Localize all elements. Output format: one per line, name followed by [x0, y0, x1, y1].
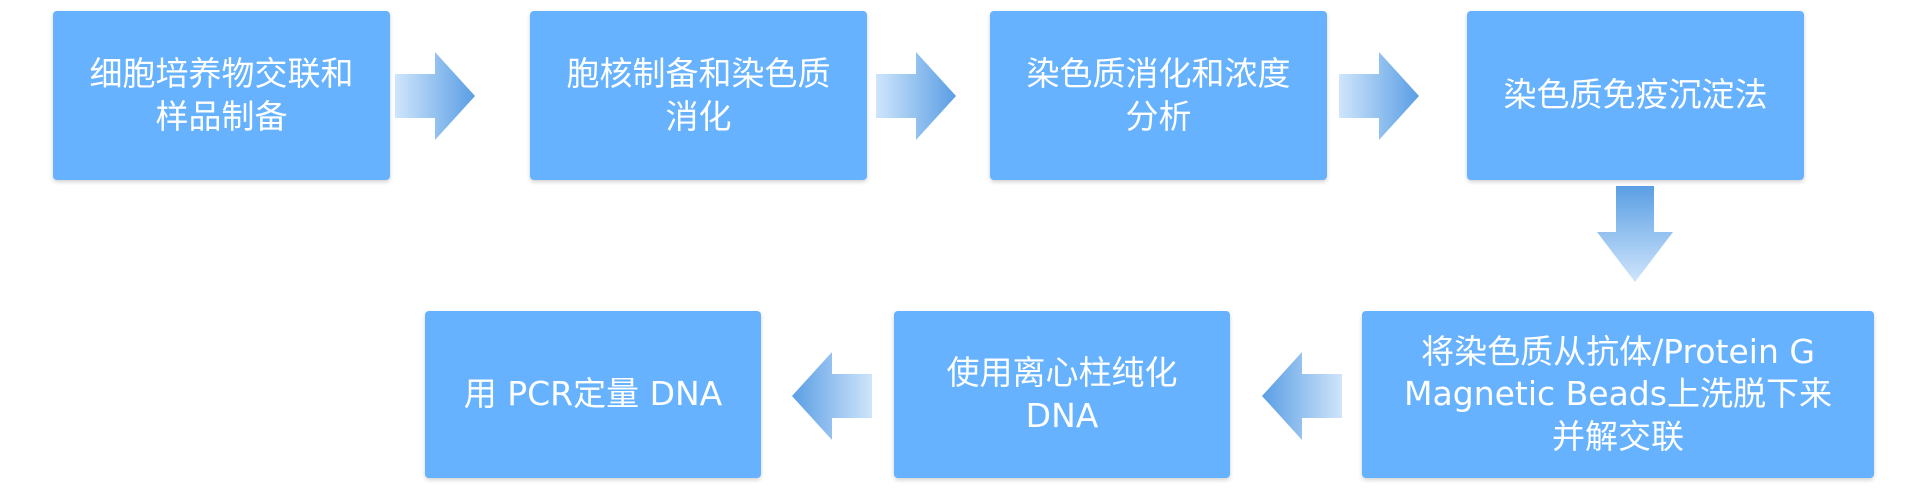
step-box-3: 染色质消化和浓度 分析 [990, 11, 1327, 180]
step-label-7: 用 PCR定量 DNA [463, 374, 723, 414]
arrow-right-icon-3 [1339, 52, 1419, 140]
step-label-1: 细胞培养物交联和 样品制备 [89, 54, 354, 136]
step-label-5: 将染色质从抗体/Protein G Magnetic Beads上洗脱下来 并解… [1404, 332, 1832, 456]
arrow-right-icon-1 [395, 52, 475, 140]
arrow-left-icon-2 [792, 352, 872, 440]
step-box-5: 将染色质从抗体/Protein G Magnetic Beads上洗脱下来 并解… [1362, 311, 1874, 478]
arrow-right-icon-2 [876, 52, 956, 140]
step-box-7: 用 PCR定量 DNA [425, 311, 761, 478]
step-box-6: 使用离心柱纯化 DNA [894, 311, 1230, 478]
arrow-down-icon [1597, 186, 1673, 282]
step-label-3: 染色质消化和浓度 分析 [1026, 54, 1291, 136]
arrow-left-icon-1 [1262, 352, 1342, 440]
step-label-6: 使用离心柱纯化 DNA [946, 353, 1178, 435]
step-box-2: 胞核制备和染色质 消化 [530, 11, 867, 180]
step-box-1: 细胞培养物交联和 样品制备 [53, 11, 390, 180]
step-box-4: 染色质免疫沉淀法 [1467, 11, 1804, 180]
step-label-2: 胞核制备和染色质 消化 [566, 54, 831, 136]
step-label-4: 染色质免疫沉淀法 [1503, 75, 1768, 115]
